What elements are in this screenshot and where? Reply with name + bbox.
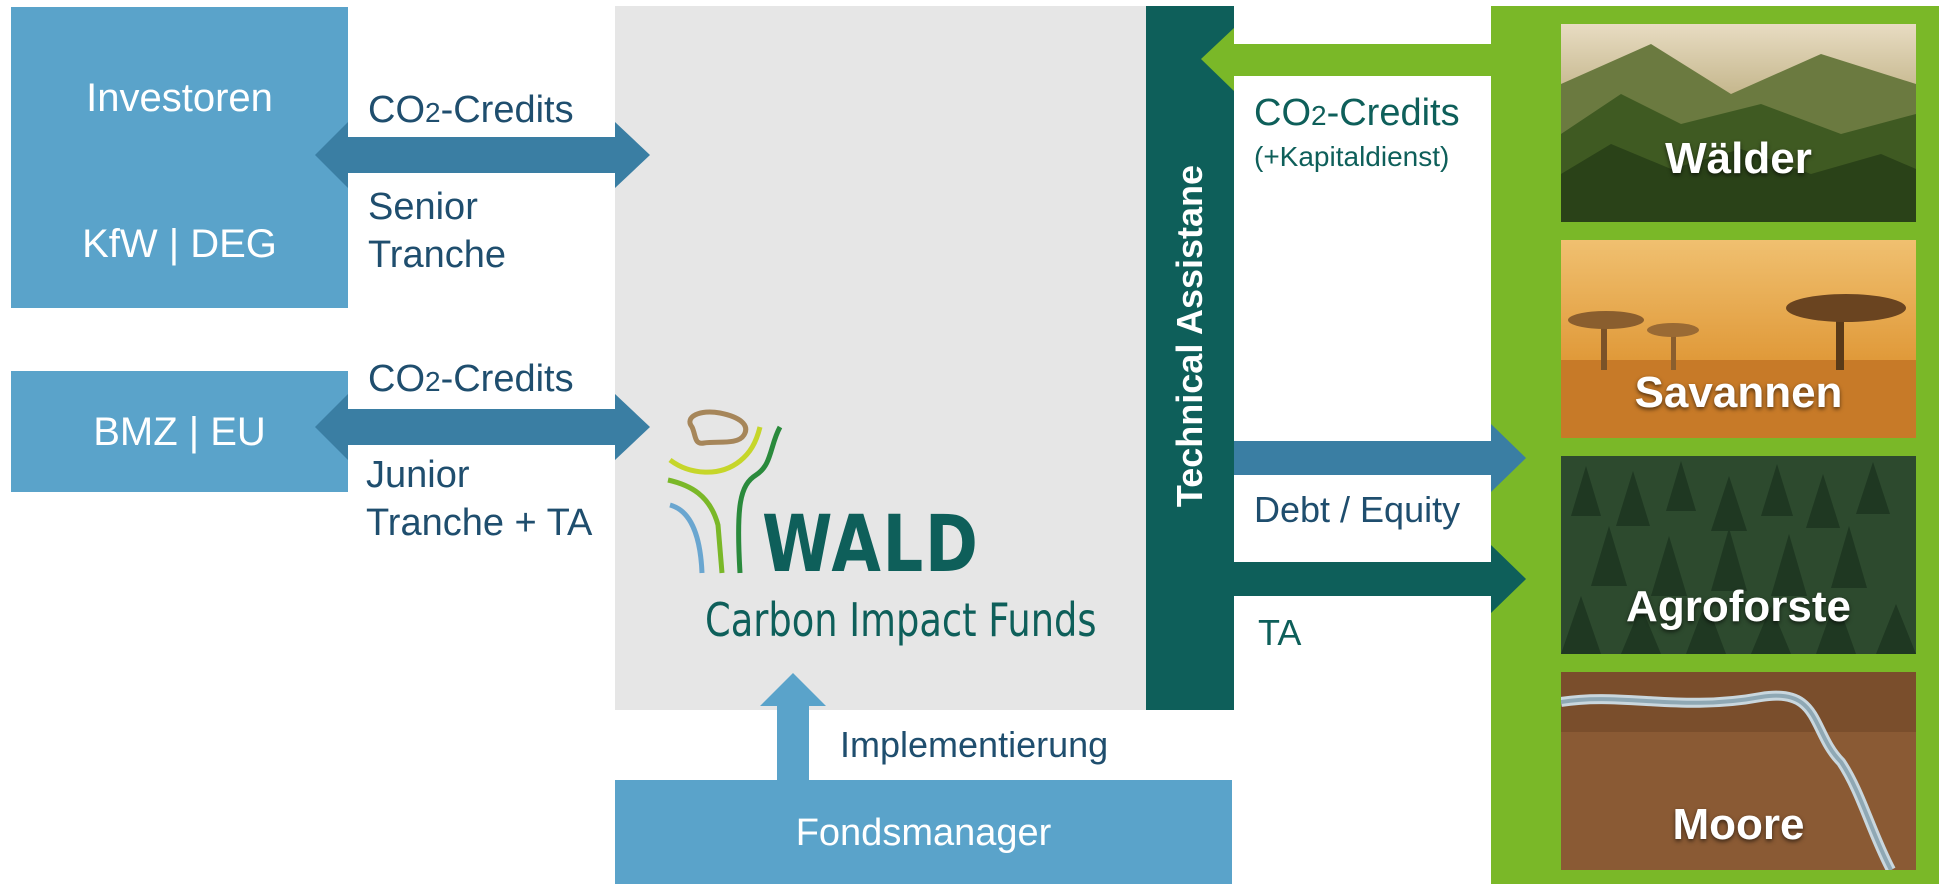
- wald-logo-subtitle: Carbon Impact Funds: [705, 593, 1097, 647]
- capital-service-note: (+Kapitaldienst): [1254, 141, 1450, 172]
- agroforestry-image: [1561, 456, 1916, 654]
- forest-image: [1561, 24, 1916, 222]
- savannas-label: Savannen: [1634, 368, 1843, 417]
- forests-label: Wälder: [1665, 134, 1812, 183]
- bmz-eu-label: BMZ | EU: [93, 410, 266, 454]
- fund-manager-box: Fondsmanager: [615, 780, 1232, 884]
- ecosystem-agroforestry: Agroforste: [1561, 456, 1916, 654]
- fund-box: [615, 6, 1146, 710]
- senior-tranche-line2: Tranche: [368, 234, 506, 276]
- investors-label: Investoren: [86, 76, 273, 120]
- senior-flow-arrow: [315, 122, 650, 188]
- investors-box: Investoren KfW | DEG: [11, 7, 348, 308]
- ta-arrow: [1234, 545, 1526, 613]
- kfw-deg-label: KfW | DEG: [82, 222, 277, 266]
- junior-tranche-line1: Junior: [366, 454, 470, 496]
- ecosystem-peatlands: Moore: [1561, 672, 1916, 870]
- co2-subscript: 2: [425, 97, 441, 128]
- implementation-arrow: [760, 673, 826, 780]
- senior-tranche-line1: Senior: [368, 186, 478, 228]
- debt-equity-label: Debt / Equity: [1254, 489, 1461, 530]
- ta-label: TA: [1258, 612, 1302, 653]
- implementation-label: Implementierung: [840, 724, 1109, 765]
- technical-assistance-bar: Technical Assistane: [1146, 6, 1234, 710]
- senior-credits-label: CO2-Credits: [368, 89, 574, 131]
- savanna-image: [1561, 240, 1916, 438]
- ecosystem-forests: Wälder: [1561, 24, 1916, 222]
- wald-logo-mark: [667, 409, 783, 574]
- junior-credits-label: CO2-Credits: [368, 358, 574, 400]
- peatland-image: [1561, 672, 1916, 870]
- fund-manager-label: Fondsmanager: [795, 812, 1052, 854]
- credits-return-arrow: [1201, 28, 1491, 91]
- junior-flow-arrow: [315, 394, 650, 460]
- debt-equity-arrow: [1234, 424, 1526, 492]
- ecosystem-savannas: Savannen: [1561, 240, 1916, 438]
- wald-logo-word: WALD: [762, 500, 980, 590]
- agroforestry-label: Agroforste: [1626, 582, 1851, 631]
- co2-subscript: 2: [425, 366, 441, 397]
- junior-tranche-line2: Tranche + TA: [366, 502, 593, 544]
- donors-box: BMZ | EU: [11, 371, 348, 492]
- peatlands-label: Moore: [1672, 800, 1805, 849]
- right-credits-label: CO2-Credits: [1254, 92, 1460, 134]
- co2-subscript: 2: [1311, 100, 1327, 131]
